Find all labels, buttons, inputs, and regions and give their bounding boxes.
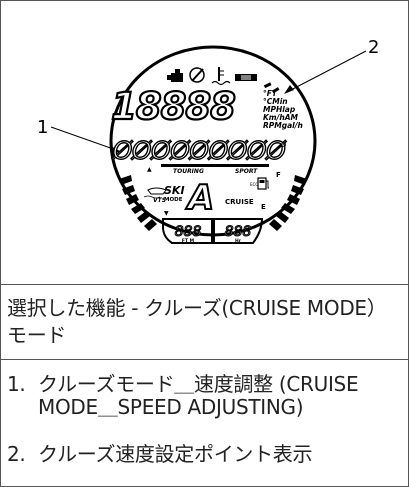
unit-rpm: RPMgal/h [263,121,303,130]
alpha-display: ØØØØØØØØØ [112,136,287,165]
trim-bar-gauge [119,175,157,231]
callout-2-arrow [284,85,294,94]
fuel-bar-gauge [269,175,307,231]
main-digit-display: 18888 [111,85,235,128]
caption-cell: 選択した機能 - クルーズ(CRUISE MODE）モード [1,285,408,360]
engine-temperature-icon [211,67,231,86]
unit-cmin: °CMin [263,97,288,106]
trim-down-arrow: ▼ [164,210,169,217]
fuel-empty-label: E [261,203,266,211]
fuel-pump-icon [257,177,269,190]
sport-label: SPORT [235,168,258,175]
bottom-right-digits: 888 [225,224,252,240]
trim-up-arrow: ▲ [147,166,152,173]
bottom-right-window [213,218,264,244]
callout-2-label: 2 [368,37,379,58]
caption-text: 選択した機能 - クルーズ(CRUISE MODE）モード [7,296,387,347]
bottom-right-unit: Hr [235,238,242,244]
watercraft-icon [143,187,167,199]
eco-label: ECO [250,182,258,187]
fuel-full-label: F [276,171,281,179]
unit-ft: °FT [263,89,278,98]
ski-label: SKI [164,184,185,197]
unit-labels: °FT °CMin MPHlap Km/hAM RPMgal/h [263,89,303,130]
ski-mode-label: MODE [164,197,183,203]
maintenance-wrench-icon [189,67,205,83]
callout-1-leader [50,126,120,152]
callout-2-leader [286,50,367,93]
list-item-number: 2. [7,442,26,466]
list-item-text: クルーズ速度設定ポイント表示 [38,442,313,466]
touring-label: TOURING [173,168,204,175]
indicator-icons [167,67,257,86]
unit-kmh: Km/hAM [263,113,299,122]
cruise-speed-setpoint-indicator [263,82,280,94]
battery-icon [235,74,257,81]
cruise-indicator: CRUISE [225,198,254,206]
bottom-left-unit: FT M [182,238,195,244]
gauge-illustration: 1 2 [37,37,379,244]
gear-indicator: A [185,178,214,218]
vts-label: VTS [153,197,166,204]
list-item-text: クルーズモード＿速度調整 (CRUISE MODE＿SPEED ADJUSTIN… [38,372,359,419]
gauge-figure: 1 2 [1,1,408,285]
callout-1-label: 1 [37,117,48,138]
bottom-left-window [162,218,213,244]
engine-icon [167,69,183,82]
list-item-number: 1. [7,372,26,396]
legend-list: 1. クルーズモード＿速度調整 (CRUISE MODE＿SPEED ADJUS… [1,360,408,486]
bottom-left-digits: 888 [175,224,202,240]
degree-symbol: o [281,140,287,150]
unit-mphlap: MPHlap [263,105,296,114]
mode-bar: TOURING SPORT [161,164,269,175]
